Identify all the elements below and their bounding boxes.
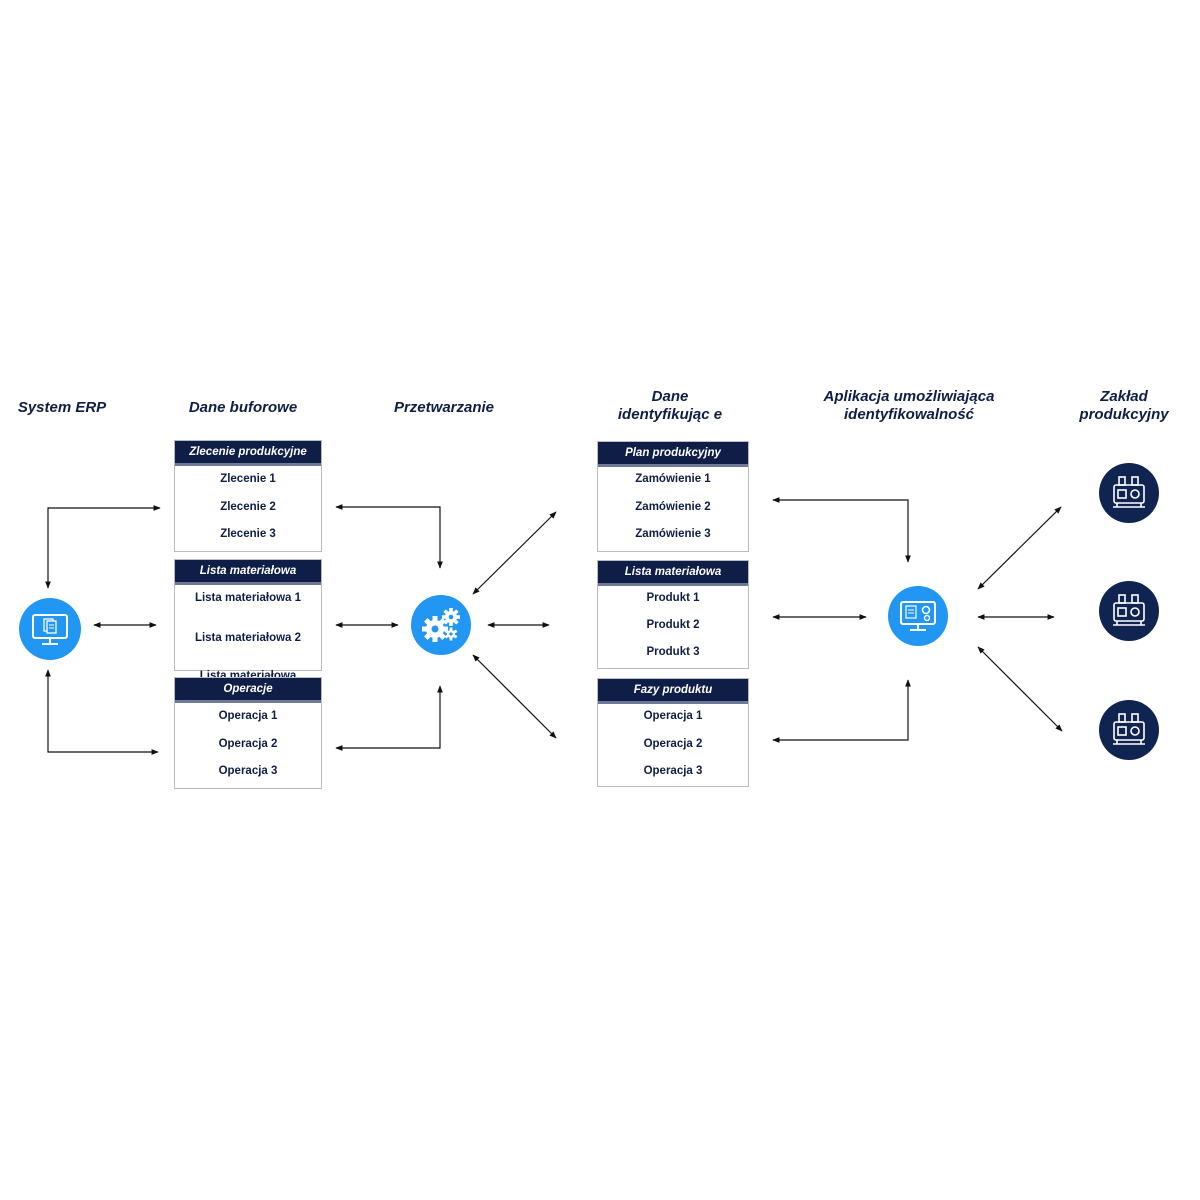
processing-icon [411, 595, 471, 655]
list-item: Zamówienie 3 [635, 528, 711, 540]
list-item: Zlecenie 3 [220, 528, 276, 540]
box-title: Plan produkcyjny [598, 442, 748, 467]
list-item: Produkt 3 [646, 646, 700, 658]
list-item: Operacja 3 [218, 765, 278, 777]
list-item-text: Lista materiałowa 2 [194, 632, 302, 644]
list-item: Produkt 1 [646, 592, 700, 604]
box-title: Lista materiałowa [175, 560, 321, 585]
link-app-plant-1 [977, 506, 1062, 590]
factory-machine-icon [1113, 594, 1145, 626]
buffer-box-operations: Operacje Operacja 1 Operacja 2 Operacja … [174, 677, 322, 789]
ident-box-plan: Plan produkcyjny Zamówienie 1 Zamówienie… [597, 441, 749, 552]
factory-machine-icon [1113, 713, 1145, 745]
list-item: Operacja 1 [218, 710, 278, 722]
buffer-box-orders: Zlecenie produkcyjne Zlecenie 1 Zlecenie… [174, 440, 322, 552]
list-item: Operacja 2 [643, 738, 703, 750]
list-item: Operacja 1 [643, 710, 703, 722]
link-erp-orders [45, 505, 161, 589]
box-title: Zlecenie produkcyjne [175, 441, 321, 466]
header-erp: System ERP [17, 399, 107, 416]
link-processing-phases [472, 654, 557, 739]
header-ident: Dane identyfikując e [610, 388, 730, 424]
list-item: Operacja 3 [643, 765, 703, 777]
box-title: Fazy produktu [598, 679, 748, 704]
traceability-app-icon [888, 586, 948, 646]
header-plant: Zakład produkcyjny [1079, 388, 1169, 423]
box-title: Operacje [175, 678, 321, 703]
plant-machine-1 [1099, 463, 1159, 523]
plant-machine-3 [1099, 700, 1159, 760]
list-item: Operacja 2 [218, 738, 278, 750]
header-buffer: Dane buforowe [188, 399, 298, 416]
link-phases-app [772, 679, 911, 743]
factory-machine-icon [1113, 476, 1145, 508]
plant-machine-2 [1099, 581, 1159, 641]
link-orders-processing [335, 504, 443, 569]
list-item: Zamówienie 2 [635, 501, 711, 513]
buffer-box-bom: Lista materiałowa Lista materiałowa 1 Li… [174, 559, 322, 678]
box-title: Lista materiałowa [598, 561, 748, 586]
list-item-clipped: Lista materiałowa [199, 670, 297, 678]
link-plan-app [772, 497, 911, 563]
header-processing: Przetwarzanie [393, 399, 495, 416]
list-item: Lista materiałowa 2 [175, 632, 321, 645]
list-item: Lista materiałowa 1 [175, 592, 321, 605]
link-app-plant-3 [977, 646, 1063, 732]
list-item-text: Lista materiałowa 1 [194, 592, 302, 604]
link-processing-plan [472, 511, 557, 595]
link-erp-operations [45, 669, 159, 755]
list-item: Zlecenie 1 [220, 473, 276, 485]
gears-icon [422, 608, 460, 642]
header-app: Aplikacja umożliwiająca identyfikowalnoś… [823, 388, 995, 423]
list-item: Zamówienie 1 [635, 473, 711, 485]
erp-system-icon [19, 598, 81, 660]
link-operations-processing [335, 685, 443, 751]
monitor-document-icon [32, 614, 68, 645]
list-item: Zlecenie 2 [220, 501, 276, 513]
header-ident-text: Dane identyfikując e [617, 388, 723, 423]
ident-box-phases: Fazy produktu Operacja 1 Operacja 2 Oper… [597, 678, 749, 787]
ident-box-bom: Lista materiałowa Produkt 1 Produkt 2 Pr… [597, 560, 749, 669]
monitor-database-gear-icon [900, 601, 936, 631]
list-item: Produkt 2 [646, 619, 700, 631]
